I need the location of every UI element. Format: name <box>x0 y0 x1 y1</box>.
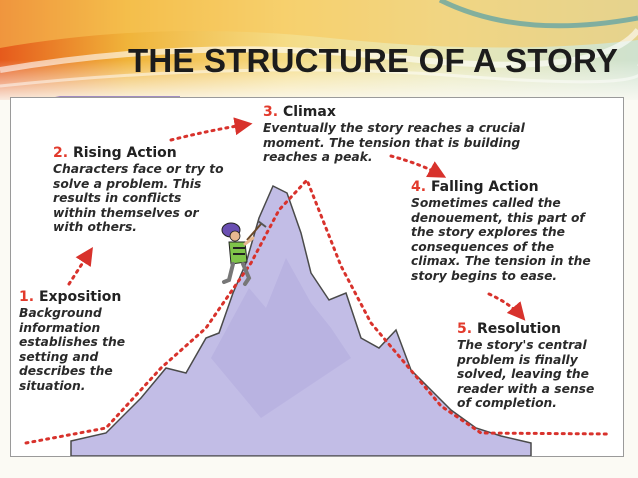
stage-name: Falling Action <box>430 179 539 195</box>
stage-rising-action: 2. Rising Action Characters face or try … <box>53 144 224 235</box>
stage-description: Sometimes called the denouement, this pa… <box>411 196 591 283</box>
stage-description: The story's central problem is finally s… <box>457 338 595 411</box>
stage-heading: 1. Exposition <box>19 288 125 306</box>
plot-mountain-illustration <box>24 117 613 456</box>
arrow-climax-to-falling <box>389 154 447 178</box>
stage-description: Characters face or try to solve a proble… <box>53 162 224 235</box>
arrow-rising-to-climax <box>169 117 253 142</box>
stage-name: Exposition <box>38 289 122 305</box>
climber-icon <box>221 220 267 286</box>
stage-number: 2. <box>53 145 69 161</box>
story-structure-diagram: 3. Climax Eventually the story reaches a… <box>10 97 624 457</box>
stage-resolution: 5. Resolution The story's central proble… <box>457 320 594 411</box>
arrow-falling-to-resolution <box>487 292 526 321</box>
stage-exposition: 1. Exposition Background information est… <box>19 288 125 394</box>
stage-heading: 4. Falling Action <box>411 178 591 196</box>
stage-number: 5. <box>457 321 473 337</box>
stage-description: Background information establishes the s… <box>19 306 126 393</box>
stage-heading: 2. Rising Action <box>53 144 224 162</box>
stage-number: 3. <box>263 104 279 120</box>
stage-climax: 3. Climax Eventually the story reaches a… <box>263 103 525 165</box>
stage-name: Rising Action <box>72 145 177 161</box>
stage-description: Eventually the story reaches a crucial m… <box>263 121 525 165</box>
stage-number: 4. <box>411 179 427 195</box>
stage-heading: 5. Resolution <box>457 320 594 338</box>
header-banner <box>0 0 638 100</box>
stage-name: Resolution <box>476 321 562 337</box>
stage-name: Climax <box>282 104 336 120</box>
stage-number: 1. <box>19 289 35 305</box>
stage-falling-action: 4. Falling Action Sometimes called the d… <box>411 178 591 284</box>
stage-heading: 3. Climax <box>263 103 525 121</box>
slide-title: THE STRUCTURE OF A STORY <box>128 42 619 79</box>
plot-line <box>24 177 613 445</box>
arrow-exposition-to-rising <box>67 246 93 286</box>
